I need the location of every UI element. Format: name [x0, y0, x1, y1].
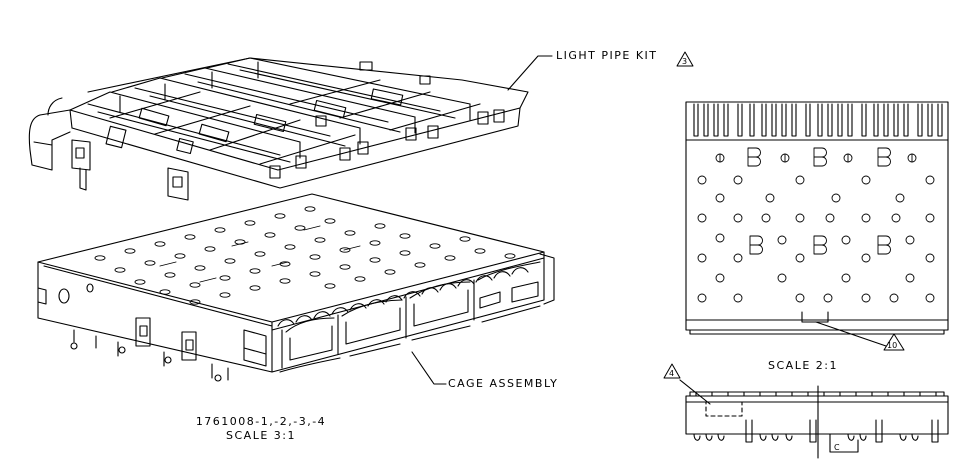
part-numbers-label: 1761008-1,-2,-3,-4 — [195, 415, 327, 428]
cage-assembly-drawing — [37, 193, 555, 382]
note-10-triangle: 10 — [883, 333, 905, 351]
light-pipe-leader — [507, 55, 553, 91]
scale-views-label: SCALE 2:1 — [768, 359, 838, 372]
cage-assembly-leader — [411, 351, 447, 385]
light-pipe-note-triangle: 3 — [676, 51, 694, 67]
light-pipe-kit-label: LIGHT PIPE KIT — [556, 49, 658, 62]
side-view-drawing — [679, 379, 949, 459]
scale-iso-label: SCALE 3:1 — [226, 429, 296, 442]
svg-text:3: 3 — [682, 57, 687, 66]
light-pipe-kit-drawing — [28, 57, 529, 201]
detail-c-label: C — [834, 443, 840, 452]
note-4-triangle: 4 — [663, 363, 681, 379]
svg-text:4: 4 — [669, 369, 674, 378]
svg-text:10: 10 — [887, 341, 897, 350]
top-view-drawing — [685, 101, 949, 347]
cage-assembly-label: CAGE ASSEMBLY — [448, 377, 559, 390]
